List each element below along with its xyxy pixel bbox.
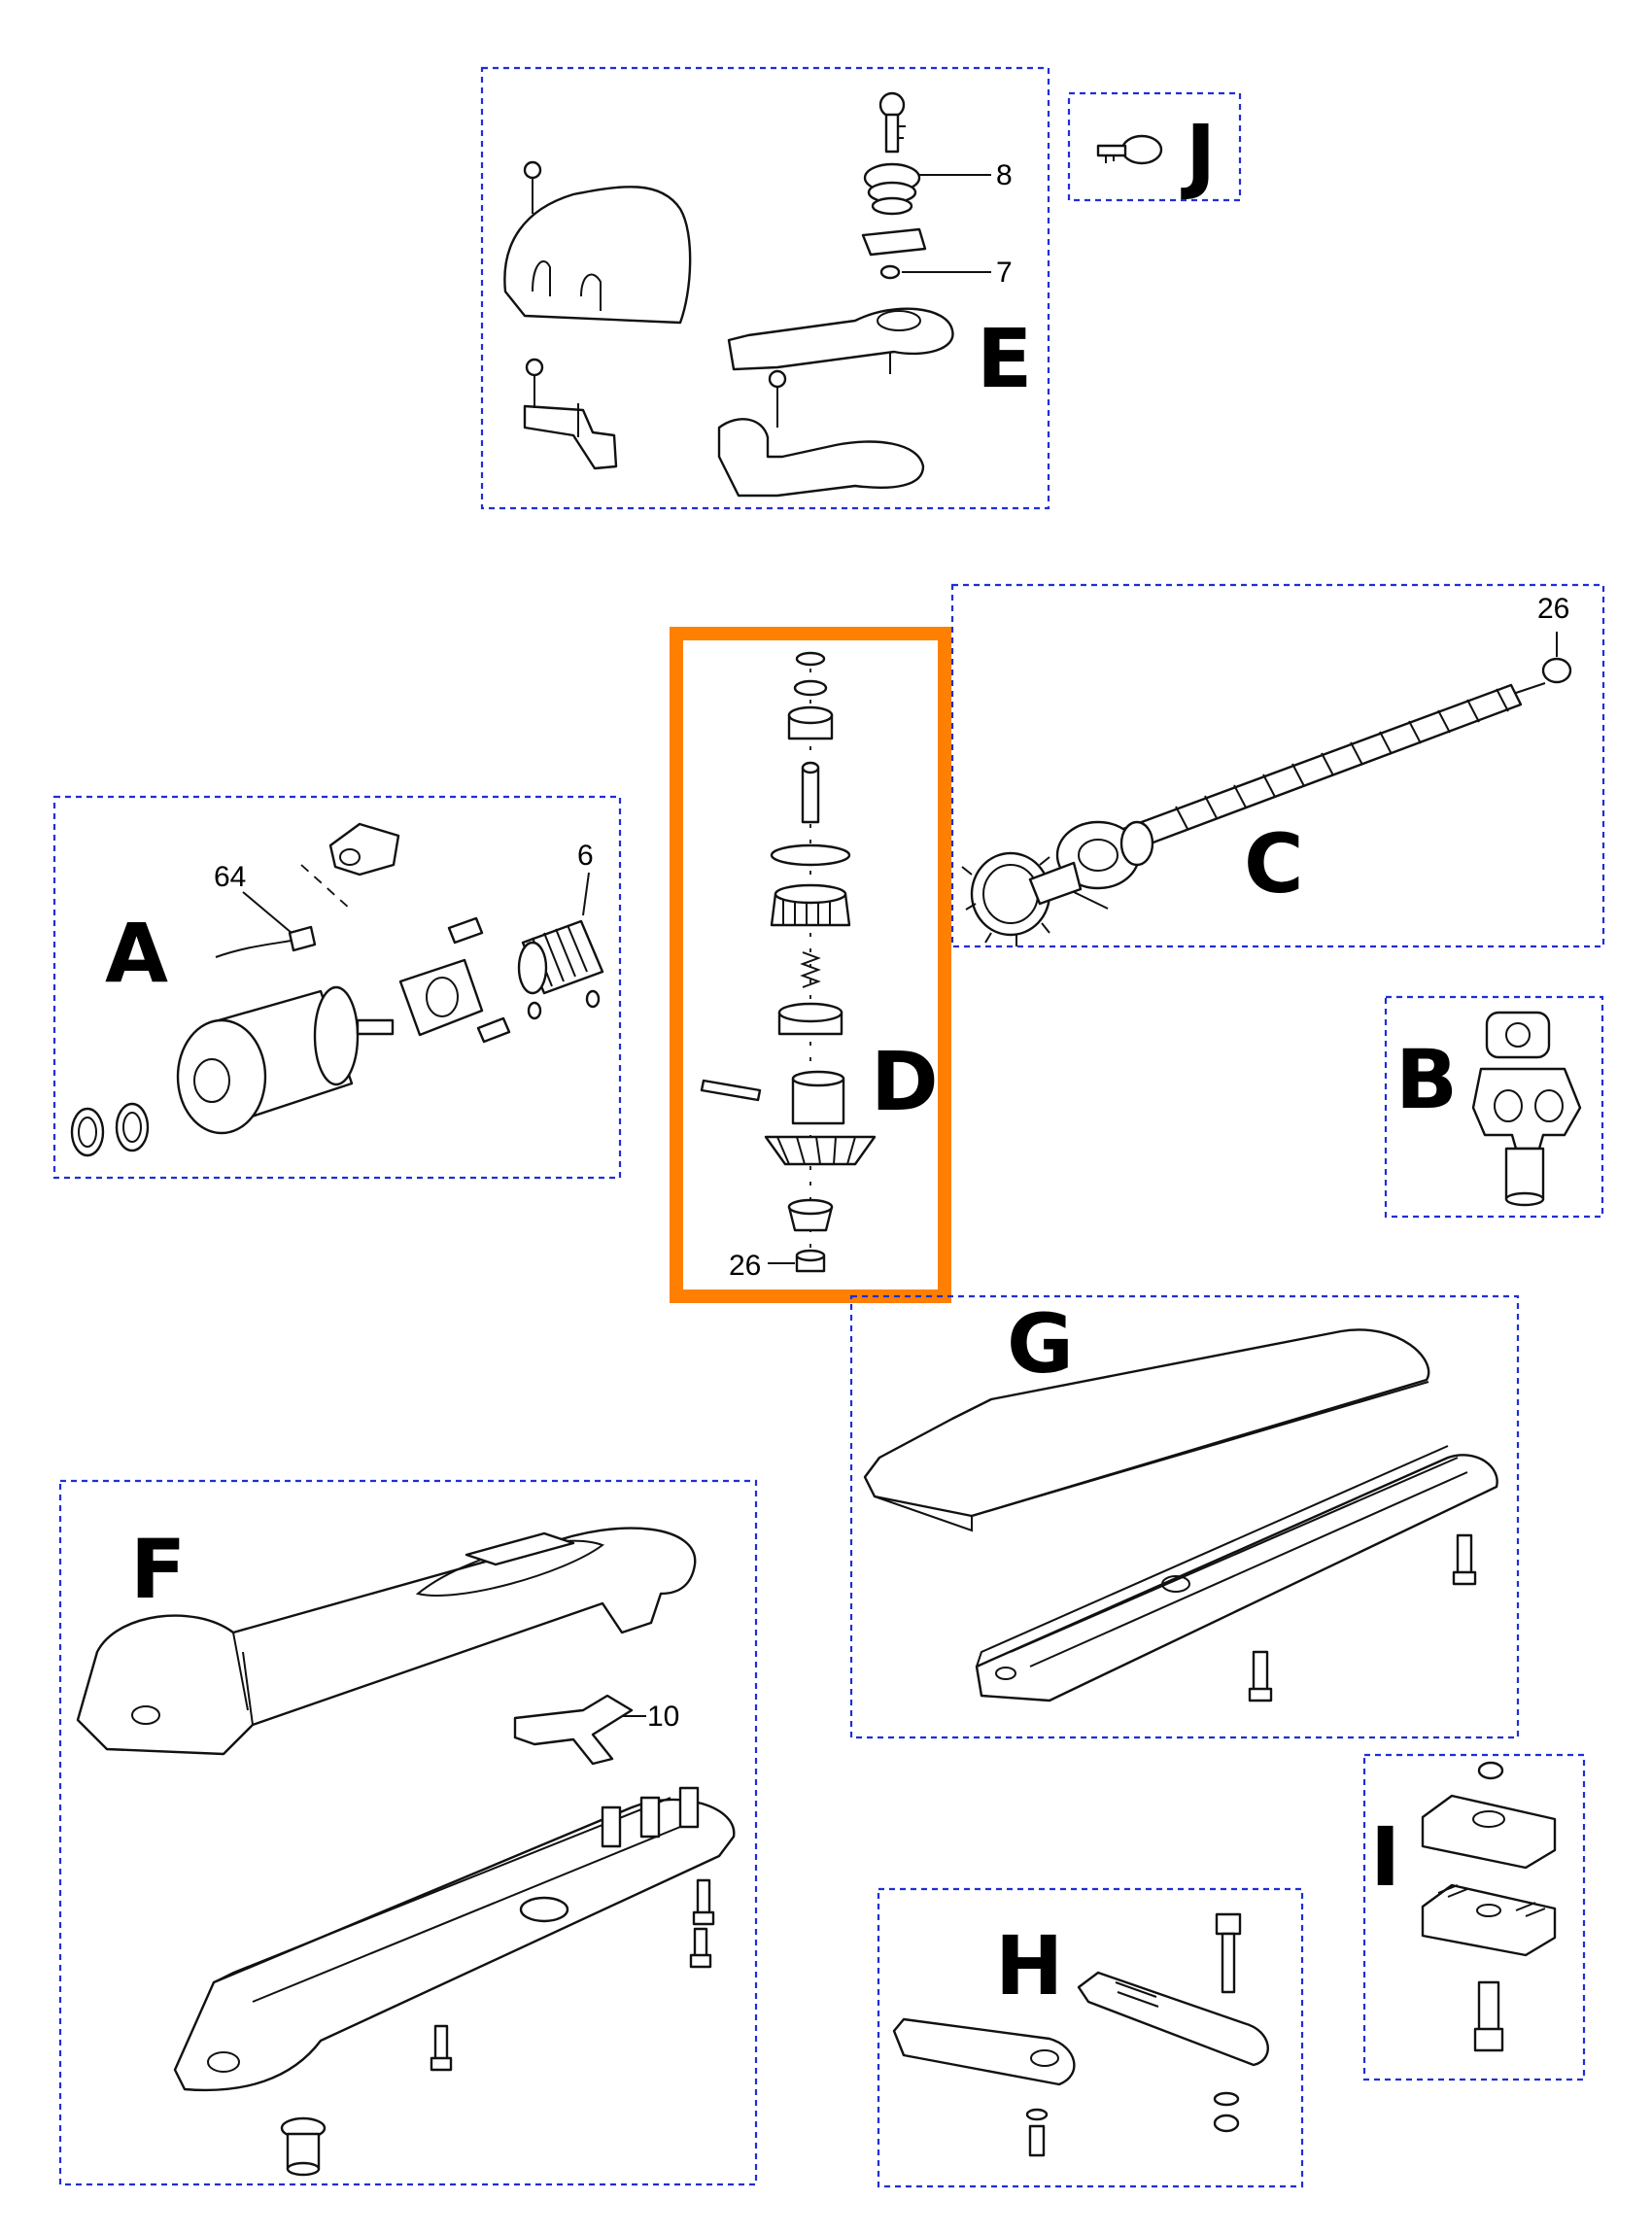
- f-cable-gland: [280, 2116, 327, 2177]
- f-screw: [692, 1878, 715, 1926]
- group-i-label: I: [1370, 1809, 1400, 1905]
- group-a[interactable]: 6 64 A: [52, 795, 622, 1180]
- d-spring: [800, 951, 821, 988]
- a-flange-plate: [398, 958, 484, 1037]
- d-bearing: [787, 705, 834, 740]
- group-j[interactable]: J: [1067, 91, 1242, 202]
- h-bolt: [1215, 1912, 1242, 1994]
- c-bevel-gear: [961, 851, 1083, 946]
- i-bolt: [1473, 1980, 1504, 2052]
- g-screw: [1452, 1533, 1477, 1586]
- a-washer: [70, 1107, 105, 1157]
- f-callout-10: 10: [647, 1701, 679, 1733]
- g-screw: [1248, 1650, 1273, 1702]
- group-c-label: C: [1244, 816, 1304, 911]
- group-f-label: F: [130, 1522, 186, 1617]
- a-motor: [176, 985, 395, 1135]
- g-base-channel: [975, 1445, 1498, 1702]
- e-lower-lever: [717, 418, 925, 498]
- e-callout-7: 7: [996, 257, 1013, 289]
- d-spur-gear: [770, 883, 851, 927]
- group-h-label: H: [995, 1918, 1063, 2013]
- c-callout-26: 26: [1537, 593, 1569, 625]
- e-cover-part: [503, 186, 692, 325]
- h-flat-plate: [892, 2017, 1076, 2086]
- group-d-label: D: [871, 1034, 939, 1129]
- group-e-label: E: [977, 311, 1032, 406]
- a-worm-gear: [517, 919, 604, 995]
- group-d-highlight-border: [670, 627, 951, 1303]
- group-d[interactable]: 26 D: [670, 627, 951, 1303]
- h-washer-nut: [1025, 2091, 1240, 2157]
- i-clamp-upper: [1421, 1794, 1557, 1870]
- group-e-border: [480, 66, 1050, 510]
- f-base-housing: [173, 1786, 736, 2092]
- d-bushing: [787, 1198, 834, 1232]
- f-clip-part: [513, 1694, 634, 1766]
- e-bracket-part: [523, 404, 618, 470]
- d-end-bushing: [795, 1249, 826, 1273]
- group-c-border: [950, 583, 1605, 948]
- j-key-icon: [1096, 134, 1163, 165]
- e-release-lever: [727, 307, 954, 371]
- group-h-border: [877, 1887, 1304, 2188]
- b-fork-bracket: [1471, 1067, 1582, 1207]
- c-end-bushing: [1541, 657, 1572, 684]
- group-e[interactable]: 8 7 E: [480, 66, 1050, 510]
- group-j-border: [1067, 91, 1242, 202]
- h-logo-plate: [1077, 1971, 1269, 2067]
- group-g-label: G: [1007, 1296, 1074, 1392]
- e-key-icon: [878, 91, 906, 154]
- i-clamp-lower: [1421, 1883, 1557, 1957]
- f-screw: [689, 1927, 712, 1969]
- d-circlip: [770, 843, 851, 867]
- d-bevel-gear: [764, 1070, 877, 1166]
- d-o-ring: [795, 651, 826, 667]
- b-spacer-block: [1485, 1011, 1551, 1059]
- e-callout-8: 8: [996, 159, 1013, 191]
- a-callout-64: 64: [214, 861, 246, 893]
- group-i[interactable]: I: [1362, 1753, 1586, 2081]
- group-i-border: [1362, 1753, 1586, 2081]
- group-g[interactable]: G: [849, 1294, 1520, 1739]
- group-b[interactable]: B: [1384, 995, 1604, 1219]
- d-callout-26: 26: [729, 1250, 761, 1282]
- a-callout-6: 6: [577, 840, 594, 872]
- group-h[interactable]: H: [877, 1887, 1304, 2188]
- group-a-border: [52, 795, 622, 1180]
- f-upper-housing: [76, 1527, 697, 1756]
- group-f-border: [58, 1479, 758, 2186]
- i-nut-top: [1477, 1761, 1504, 1780]
- f-gear-hub: [519, 1896, 569, 1923]
- group-a-label: A: [105, 906, 168, 1001]
- d-pin: [801, 761, 820, 824]
- d-washer: [793, 679, 828, 697]
- c-thread-pattern: [1175, 688, 1509, 830]
- group-j-label: J: [1181, 107, 1216, 202]
- a-sensor-wire: [215, 940, 293, 958]
- group-g-border: [849, 1294, 1520, 1739]
- f-screw: [430, 2024, 453, 2072]
- d-ring: [777, 1002, 843, 1036]
- a-encoder-bracket: [328, 822, 400, 877]
- g-top-cover: [863, 1328, 1430, 1532]
- group-b-label: B: [1395, 1032, 1458, 1127]
- a-washer: [115, 1102, 150, 1152]
- group-b-border: [1384, 995, 1604, 1219]
- group-c[interactable]: 26 C: [950, 583, 1605, 948]
- group-f[interactable]: 10 F: [58, 1479, 758, 2186]
- d-key: [700, 1079, 762, 1102]
